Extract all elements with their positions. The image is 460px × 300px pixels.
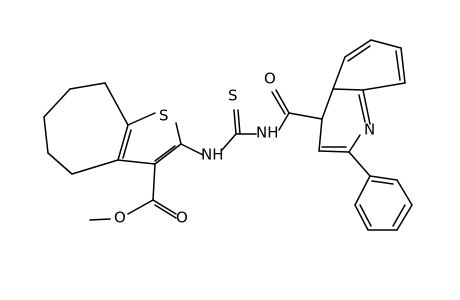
- thiophene-ring: [117, 112, 182, 165]
- ester-double-oxygen-label: O: [176, 209, 188, 227]
- quinoline-ring: [318, 39, 406, 153]
- quinoline-nitrogen-label: N: [364, 121, 375, 139]
- nh-right-label: NH: [256, 124, 279, 142]
- cycloheptane-ring: [43, 82, 129, 175]
- methyl-ester-group: [89, 163, 177, 221]
- thione-sulfur-label: S: [228, 87, 238, 105]
- phenyl-ring: [348, 151, 413, 231]
- amide-oxygen-label: O: [264, 70, 276, 88]
- thiophene-sulfur-label: S: [159, 107, 169, 125]
- thiourea-linker: [180, 109, 257, 156]
- nh-left-label: NH: [201, 146, 224, 164]
- amide-group: [271, 89, 323, 131]
- ester-single-oxygen-label: O: [114, 209, 126, 227]
